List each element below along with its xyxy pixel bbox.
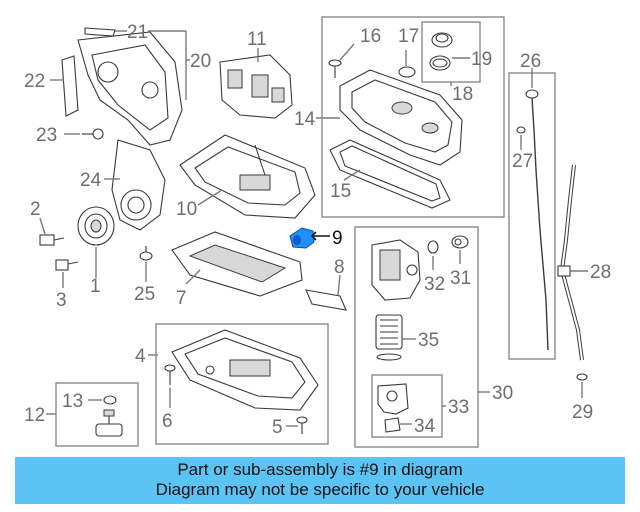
lower-oil-pan-part bbox=[171, 329, 319, 411]
bolt-part-23 bbox=[82, 128, 104, 140]
callout-19: 19 bbox=[471, 49, 492, 70]
callout-21: 21 bbox=[127, 22, 148, 43]
upper-oil-pan-part bbox=[179, 134, 316, 219]
dipstick-group-box bbox=[508, 72, 556, 360]
callout-6: 6 bbox=[162, 411, 173, 432]
callout-28: 28 bbox=[590, 262, 611, 283]
bolt-part-2 bbox=[39, 234, 65, 246]
callout-22: 22 bbox=[24, 71, 45, 92]
filter-element-part bbox=[375, 314, 403, 361]
oil-cap-part bbox=[431, 32, 453, 48]
dipstick-part bbox=[525, 89, 549, 351]
callout-9: 9 bbox=[332, 228, 343, 249]
seal-part-34 bbox=[384, 417, 401, 433]
callout-9-arrow bbox=[310, 231, 330, 241]
seal-part-31 bbox=[451, 235, 469, 249]
callout-20: 20 bbox=[190, 51, 211, 72]
callout-1: 1 bbox=[90, 276, 101, 297]
callout-11: 11 bbox=[247, 29, 267, 50]
oil-filter-group-box bbox=[354, 226, 479, 448]
banner-line-1: Part or sub-assembly is #9 in diagram bbox=[177, 460, 463, 479]
cover-part-24 bbox=[111, 139, 166, 231]
callout-30: 30 bbox=[492, 383, 513, 404]
callout-12: 12 bbox=[24, 405, 45, 426]
parts-diagram: 21 20 22 23 11 24 10 1 bbox=[24, 16, 611, 448]
bolt-part-5 bbox=[296, 416, 308, 434]
callout-25: 25 bbox=[134, 284, 155, 305]
callout-17: 17 bbox=[398, 26, 419, 47]
bolt-part-3 bbox=[55, 259, 79, 271]
callout-15: 15 bbox=[330, 181, 351, 202]
seal-part-32 bbox=[427, 240, 439, 254]
timing-cover-part bbox=[61, 27, 183, 146]
callout-7: 7 bbox=[176, 288, 187, 309]
sensor-part-25 bbox=[139, 246, 153, 261]
info-banner: Part or sub-assembly is #9 in diagram Di… bbox=[15, 457, 625, 504]
callout-13: 13 bbox=[62, 391, 83, 412]
highlighted-part-9[interactable] bbox=[289, 227, 315, 249]
dipstick-tube-part bbox=[557, 164, 584, 361]
gasket-part-8 bbox=[305, 289, 347, 311]
oil-pan-group-box bbox=[155, 323, 329, 445]
seal-part-29 bbox=[576, 373, 588, 381]
callout-3: 3 bbox=[56, 290, 67, 311]
drain-plug-part-6 bbox=[164, 364, 176, 385]
seal-part-17 bbox=[398, 66, 416, 78]
callout-24: 24 bbox=[80, 170, 102, 191]
filter-housing-part-33 bbox=[377, 383, 409, 415]
callout-8: 8 bbox=[334, 257, 345, 278]
callout-23: 23 bbox=[36, 125, 57, 146]
oil-filter-housing-part bbox=[371, 239, 421, 301]
callout-4: 4 bbox=[135, 346, 146, 367]
valve-cover-gasket-part bbox=[329, 139, 451, 209]
callout-29: 29 bbox=[572, 402, 593, 423]
o-ring-part-13 bbox=[103, 395, 117, 405]
callout-31: 31 bbox=[450, 268, 471, 289]
callout-33: 33 bbox=[448, 397, 469, 418]
callout-5: 5 bbox=[272, 417, 283, 438]
callout-27: 27 bbox=[512, 151, 533, 172]
bolt-part-16 bbox=[328, 59, 342, 78]
valve-cover-group-box bbox=[321, 16, 505, 218]
callout-35: 35 bbox=[418, 330, 439, 351]
callout-10: 10 bbox=[176, 199, 197, 220]
baffle-part bbox=[171, 231, 303, 297]
callout-14: 14 bbox=[294, 109, 316, 130]
valve-cover-part bbox=[339, 69, 463, 166]
callout-18: 18 bbox=[452, 84, 473, 105]
callout-2: 2 bbox=[30, 199, 41, 220]
o-ring-part-19 bbox=[429, 55, 451, 71]
bracket-part-11 bbox=[219, 54, 293, 119]
banner-line-2: Diagram may not be specific to your vehi… bbox=[155, 480, 485, 499]
callout-34: 34 bbox=[414, 416, 436, 437]
level-sensor-part bbox=[95, 409, 123, 437]
o-ring-part-27 bbox=[516, 126, 526, 134]
callout-32: 32 bbox=[424, 274, 445, 295]
pulley-part bbox=[77, 206, 115, 246]
callout-26: 26 bbox=[520, 51, 541, 72]
callout-16: 16 bbox=[360, 26, 381, 47]
